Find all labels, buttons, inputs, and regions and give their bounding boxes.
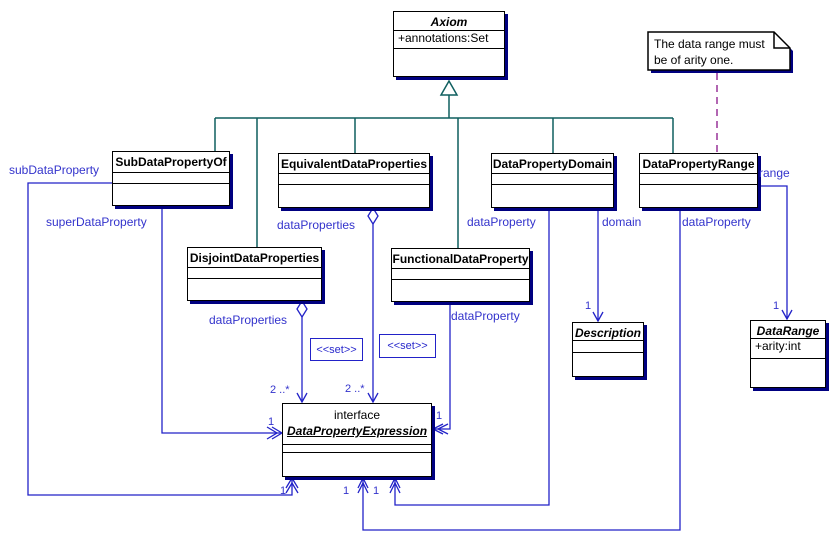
stereotype-set-box[interactable]: <<set>> [310,338,363,361]
assoc-range-dataproperty [362,208,681,531]
multiplicity-label: 1 [343,485,350,497]
interface-name-compartment: interface DataPropertyExpression [283,404,431,445]
arrow-icon [266,426,279,440]
class-operations-compartment [573,353,643,376]
assoc-domain-dataproperty [394,208,550,506]
stereotype-set-label: <<set>> [387,340,428,352]
class-operations-compartment [492,185,613,207]
class-functionaldataproperty[interactable]: FunctionalDataProperty [391,248,530,302]
role-label-dataproperties: dataProperties [209,313,288,327]
association-lines [27,182,793,531]
generalization-triangle-icon [439,79,459,96]
arrow-icon [296,392,308,404]
class-title: Axiom [394,12,504,31]
class-equivalentdataproperties[interactable]: EquivalentDataProperties [278,153,430,208]
assoc-range [758,185,788,319]
class-datarange[interactable]: DataRange +arity:int [750,320,826,388]
generalization-lines [214,79,674,248]
role-label-subdataproperty: subDataProperty [9,163,100,177]
class-operations-compartment [188,279,321,300]
class-axiom[interactable]: Axiom +annotations:Set [393,11,505,77]
interface-stereotype: interface [333,408,381,422]
class-operations-compartment [279,185,429,207]
assoc-subdataproperty [27,182,293,496]
arrow-icon [592,311,604,323]
arrow-icon [357,481,369,494]
class-title: DisjointDataProperties [188,248,321,268]
arrow-icon [389,481,401,494]
stereotype-set-box[interactable]: <<set>> [379,334,436,358]
class-title: DataPropertyExpression [286,424,428,438]
arrow-icon [367,392,379,404]
role-label-superdataproperty: superDataProperty [46,215,147,229]
class-attributes-compartment [492,174,613,185]
note-line: be of arity one. [654,53,734,67]
class-title: SubDataPropertyOf [113,152,229,173]
arrow-icon [781,309,793,321]
note-line: The data range must [654,37,765,51]
role-label-range: range [759,166,790,180]
multiplicity-label: 1 [268,416,275,428]
class-attribute: +arity:int [751,339,825,359]
assoc-superdataproperty [161,206,281,434]
arrow-icon [357,476,369,489]
class-operations-compartment [392,280,529,301]
role-label-dataproperty: dataProperty [682,215,751,229]
class-operations-compartment [113,184,229,205]
class-title: Description [573,323,643,341]
class-title: EquivalentDataProperties [279,154,429,174]
role-label-dataproperty: dataProperty [451,309,520,323]
aggregation-diamond-icon [367,206,379,226]
role-label-dataproperty: dataProperty [467,215,536,229]
class-attributes-compartment [113,173,229,184]
multiplicity-label: 1 [373,485,380,497]
class-attributes-compartment [188,268,321,279]
multiplicity-label: 2 ..* [270,384,290,396]
aggregation-diamond-icon [296,299,308,319]
class-subdatapropertyof[interactable]: SubDataPropertyOf [112,151,230,206]
note-body [647,31,791,71]
multiplicity-label: 1 [280,485,287,497]
arrow-icon [285,476,299,489]
class-datapropertyrange[interactable]: DataPropertyRange [639,153,758,208]
class-description[interactable]: Description [572,322,644,377]
class-title: DataPropertyRange [640,154,757,174]
arrow-icon [285,481,299,494]
stereotype-set-label: <<set>> [316,343,357,356]
class-operations-compartment [394,49,504,76]
class-operations-compartment [751,359,825,387]
role-label-dataproperties: dataProperties [277,218,356,232]
note-text[interactable]: The data range must be of arity one. [654,36,786,68]
class-title: FunctionalDataProperty [392,249,529,269]
multiplicity-label: 2 ..* [345,383,365,395]
class-title: DataPropertyDomain [492,154,613,174]
class-title: DataRange [751,321,825,339]
role-label-domain: domain [602,215,642,229]
arrow-icon [389,476,401,489]
class-datapropertydomain[interactable]: DataPropertyDomain [491,153,614,208]
class-attributes-compartment [279,174,429,185]
class-attributes-compartment [640,174,757,185]
class-attributes-compartment [573,341,643,353]
class-attribute: +annotations:Set [394,31,504,49]
class-disjointdataproperties[interactable]: DisjointDataProperties [187,247,322,301]
class-attributes-compartment [392,269,529,280]
class-operations-compartment [640,185,757,207]
arrow-icon [431,423,444,435]
interface-datapropertyexpression[interactable]: interface DataPropertyExpression [282,403,432,477]
multiplicity-label: 1 [436,410,443,422]
class-attributes-compartment [283,445,431,453]
note-fold-icon [773,32,790,49]
class-operations-compartment [283,453,431,476]
arrow-icon [436,423,449,435]
multiplicity-label: 1 [585,300,592,312]
multiplicity-label: 1 [773,300,780,312]
note-shape [647,31,793,73]
